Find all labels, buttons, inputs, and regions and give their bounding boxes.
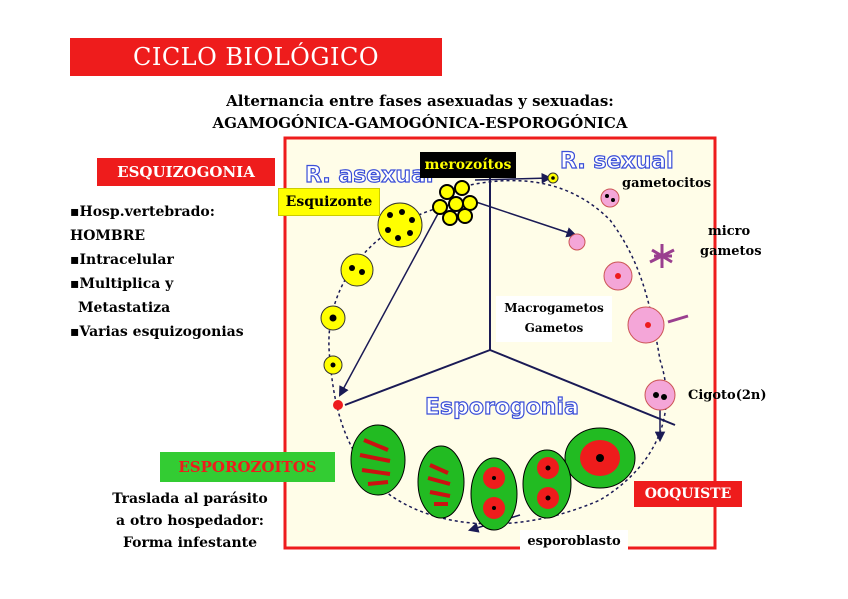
macrogametos-label: Macrogametos Gametos: [496, 296, 612, 342]
cycle-path: [328, 179, 668, 525]
esquizogonia-bullet-list: ▪Hosp.vertebrado: HOMBRE ▪Intracelular ▪…: [70, 200, 290, 344]
macrogametos-line-2: Gametos: [524, 321, 584, 335]
bullet-item: HOMBRE: [70, 228, 146, 244]
cigoto-label: Cigoto(2n): [688, 388, 767, 403]
microgametos-label-2: gametos: [700, 244, 762, 259]
merozoites-cluster: [432, 180, 478, 226]
bullet-item: Metastatiza: [78, 300, 171, 316]
macrogametos-line-1: Macrogametos: [504, 301, 604, 315]
oocyst-cells: [350, 424, 636, 531]
gametocyte-cells: [547, 172, 676, 411]
note-line: Forma infestante: [122, 535, 258, 551]
microgamete-star: [649, 244, 675, 268]
subtitle-line-2: AGAMOGÓNICA-GAMOGÓNICA-ESPOROGÓNICA: [212, 114, 628, 132]
phase-asexual-label: R. asexual: [305, 163, 433, 188]
esporozoitos-label: ESPOROZOITOS: [160, 452, 335, 482]
subtitle-line-1: Alternancia entre fases asexuadas y sexu…: [226, 92, 614, 110]
phase-divider: [344, 165, 676, 426]
bullet-item: ▪Multiplica y: [70, 276, 174, 292]
gametocitos-label: gametocitos: [622, 176, 712, 191]
macrogamete-link: [667, 314, 689, 324]
esporoblasto-label: esporoblasto: [520, 530, 628, 554]
esporozoitos-note: Traslada al parásito a otro hospedador: …: [95, 488, 285, 554]
note-line: Traslada al parásito: [112, 491, 268, 507]
page-title: CICLO BIOLÓGICO GENERAL: [70, 38, 442, 109]
esquizonte-label: Esquizonte: [278, 188, 380, 216]
microgametos-label-1: micro: [708, 224, 751, 239]
note-line: a otro hospedador:: [116, 513, 264, 529]
phase-sexual-label: R. sexual: [560, 149, 674, 174]
bullet-item: ▪Hosp.vertebrado:: [70, 204, 215, 220]
merozoitos-label: merozoítos: [420, 152, 516, 178]
ooquiste-label: OOQUISTE: [634, 481, 742, 507]
esquizogonia-label: ESQUIZOGONIA: [97, 158, 275, 186]
phase-sporogony-label: Esporogonia: [425, 395, 579, 420]
bullet-item: ▪Intracelular: [70, 252, 174, 268]
bullet-item: ▪Varias esquizogonias: [70, 324, 244, 340]
schizont-cells: [320, 202, 423, 410]
